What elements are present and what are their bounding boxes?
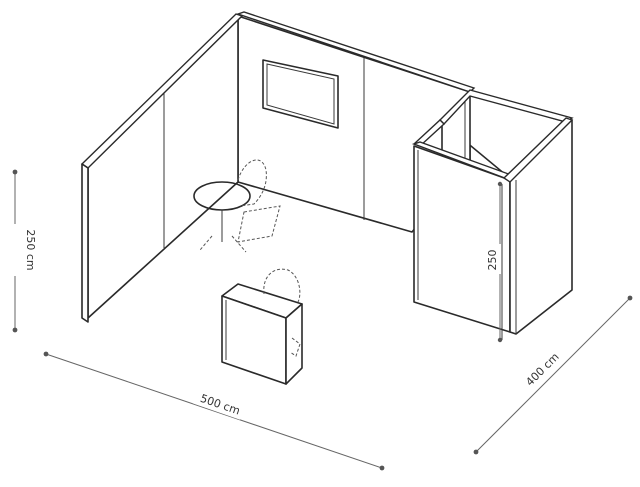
storage-cabin	[411, 89, 574, 340]
dimension-cabin-height: 250	[483, 181, 503, 343]
left-wall	[80, 13, 244, 323]
table-and-chairs	[193, 159, 281, 253]
wall-frame	[262, 59, 339, 129]
label-height-left: 250 cm	[24, 229, 37, 270]
label-cabin-height: 250	[486, 250, 499, 271]
dimension-height-left: 250 cm	[12, 169, 37, 333]
counter-desk	[221, 268, 303, 385]
dimension-width-front: 500 cm	[43, 351, 385, 471]
label-width-front: 500 cm	[199, 392, 242, 418]
